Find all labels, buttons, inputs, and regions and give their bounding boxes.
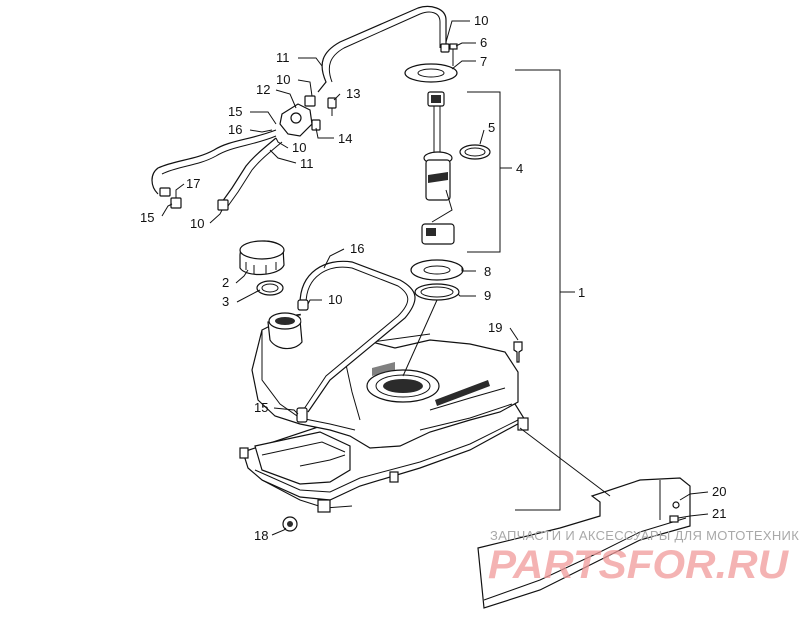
callout-15: 15 (140, 210, 154, 225)
callout-10: 10 (190, 216, 204, 231)
callout-8: 8 (484, 264, 491, 279)
callout-15: 15 (254, 400, 268, 415)
fuel-cap (239, 240, 285, 275)
fuel-tank (239, 309, 529, 513)
assembly-brackets (467, 69, 575, 511)
callout-16: 16 (228, 122, 242, 137)
cap-gasket (256, 280, 284, 296)
callout-11: 11 (276, 50, 290, 65)
callout-12: 12 (256, 82, 270, 97)
callout-11: 11 (300, 156, 314, 171)
vent-hose-lower (296, 260, 416, 423)
callout-4: 4 (516, 161, 523, 176)
callout-19: 19 (488, 320, 502, 335)
watermark-brand: PARTSFOR.RU (488, 543, 789, 587)
callout-15: 15 (228, 104, 242, 119)
callout-21: 21 (712, 506, 726, 521)
callout-3: 3 (222, 294, 229, 309)
vent-hose-upper (317, 5, 450, 93)
drain-plug (282, 516, 298, 532)
callout-1: 1 (578, 285, 585, 300)
callout-10: 10 (292, 140, 306, 155)
callout-13: 13 (346, 86, 360, 101)
callout-10: 10 (276, 72, 290, 87)
callout-18: 18 (254, 528, 268, 543)
callout-2: 2 (222, 275, 229, 290)
tank-bracket (477, 477, 691, 609)
callout-14: 14 (338, 131, 352, 146)
pump-flange-plate (404, 43, 458, 83)
drain-hoses (151, 129, 283, 211)
leader-lines (161, 20, 709, 536)
callout-5: 5 (488, 120, 495, 135)
mount-bolt (513, 341, 523, 363)
callout-6: 6 (480, 35, 487, 50)
callout-7: 7 (480, 54, 487, 69)
watermark-tagline: ЗАПЧАСТИ И АКСЕССУАРЫ ДЛЯ МОТОТЕХНИКИ (490, 528, 800, 543)
rollover-valve (279, 95, 337, 137)
callout-10: 10 (328, 292, 342, 307)
callout-16: 16 (350, 241, 364, 256)
callout-20: 20 (712, 484, 726, 499)
pump-gasket (414, 283, 460, 301)
callout-9: 9 (484, 288, 491, 303)
fuel-pump-assembly (421, 91, 455, 245)
bracket-bolt (669, 515, 679, 523)
callout-17: 17 (186, 176, 200, 191)
callout-10: 10 (474, 13, 488, 28)
pump-seal-5 (459, 144, 491, 160)
watermark: ЗАПЧАСТИ И АКСЕССУАРЫ ДЛЯ МОТОТЕХНИКИ PA… (488, 528, 800, 587)
pump-lock-ring (410, 259, 464, 281)
callout-labels: 10 6 7 11 10 13 12 15 16 14 10 11 5 4 17… (140, 13, 726, 543)
